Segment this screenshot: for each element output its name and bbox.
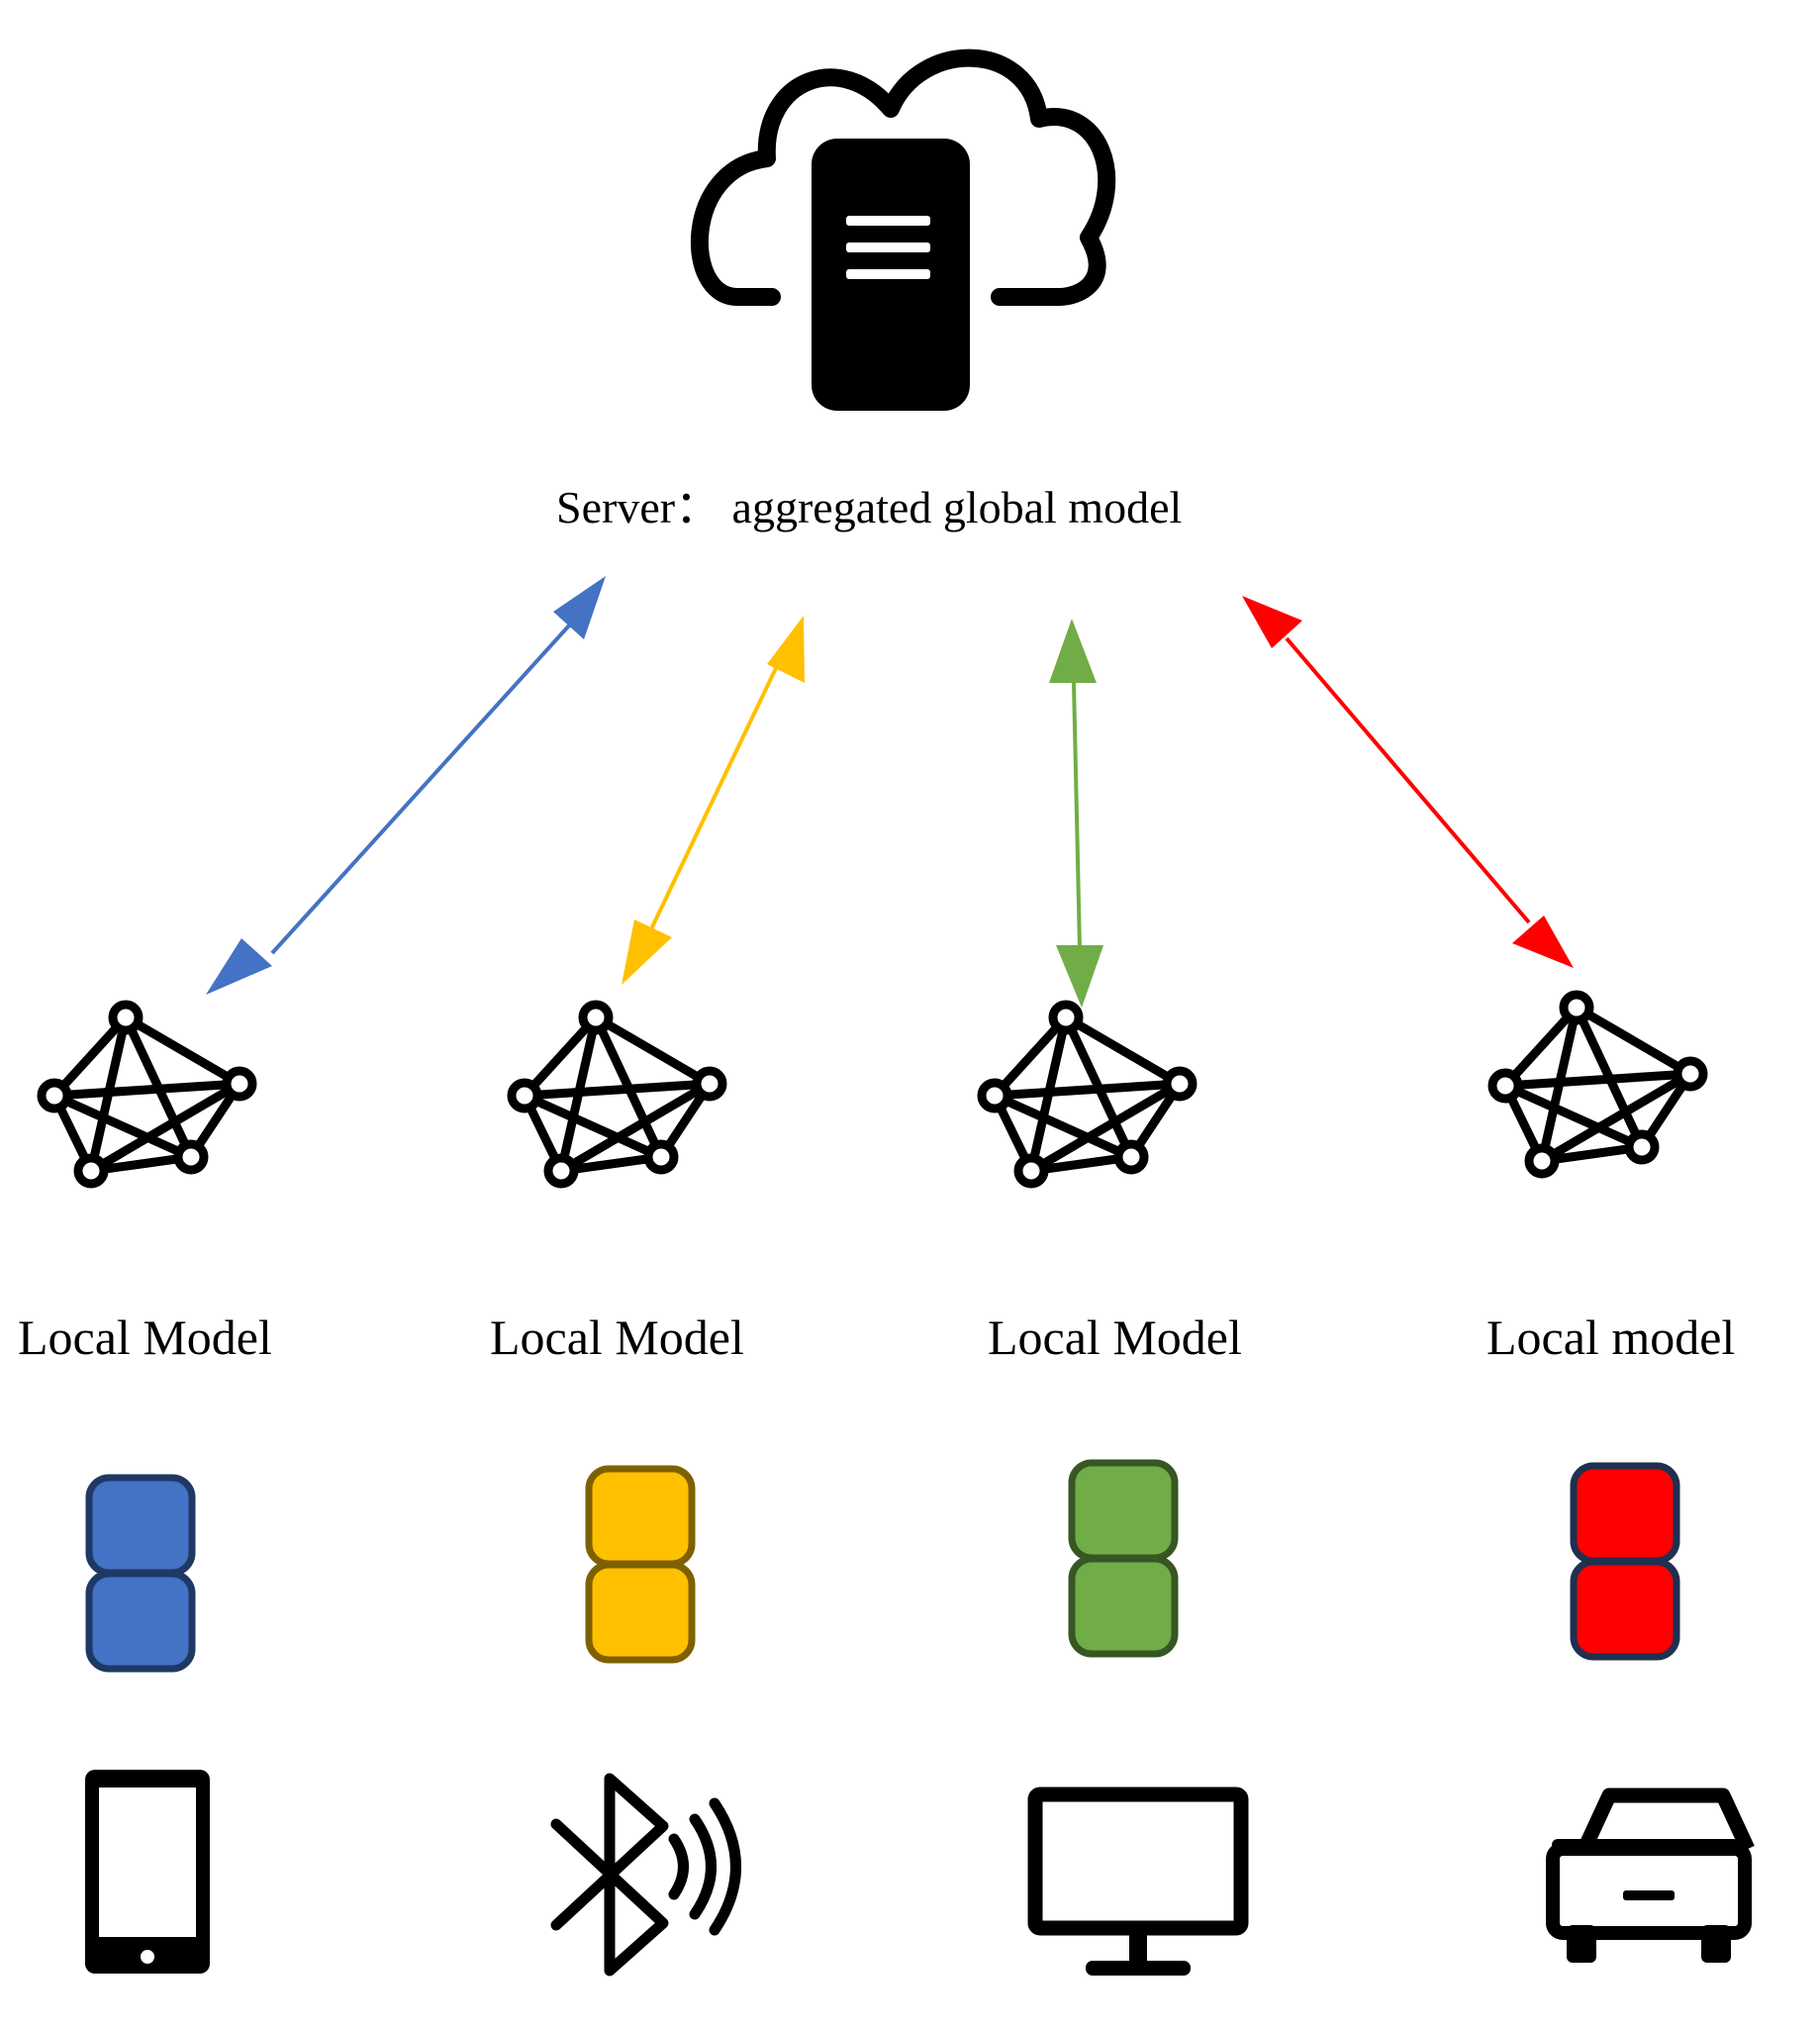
network-graph-icon [1492,995,1703,1174]
network-graph-icon [512,1005,722,1184]
client-3-label: Local Model [988,1309,1242,1365]
arrow-client-3 [1049,619,1103,1008]
server-label: Server： aggregated global model [556,482,1182,532]
arrow-client-2 [622,616,805,985]
cloud-server-icon [691,48,1116,411]
network-graph-icon [982,1005,1193,1184]
bluetooth-signal-icon [550,1773,741,1977]
data-storage-icon [1068,1459,1179,1658]
data-storage-icon [1570,1462,1680,1661]
client-2-label: Local Model [490,1309,744,1365]
network-graph-icon [42,1005,252,1184]
arrow-client-4 [1242,596,1574,968]
client-4-label: Local model [1486,1309,1735,1365]
arrow-client-1 [206,576,606,995]
client-1-label: Local Model [18,1309,272,1365]
monitor-icon [1027,1787,1249,1976]
data-storage-icon [85,1474,196,1673]
car-icon [1546,1788,1755,1963]
data-storage-icon [585,1465,696,1664]
smartphone-icon [85,1770,210,1974]
